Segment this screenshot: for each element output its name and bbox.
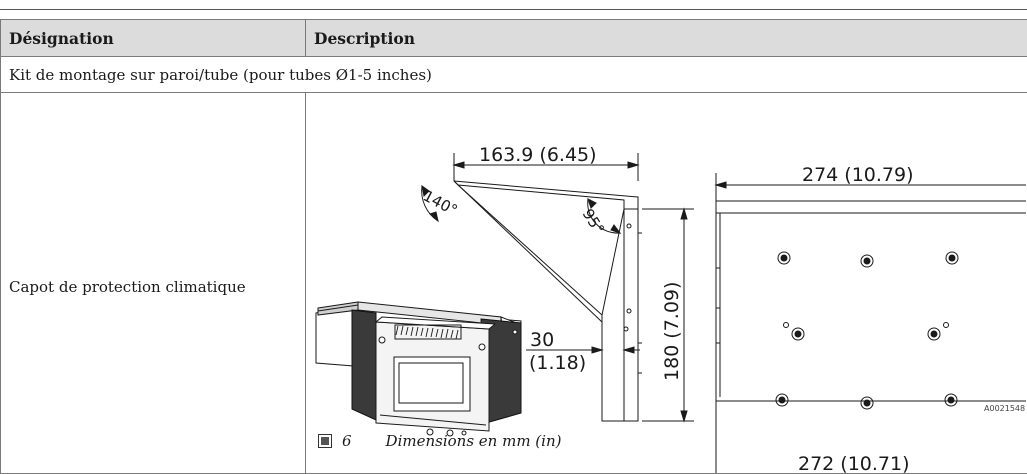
dim-height: 180 (7.09) [661,282,683,381]
header-designation: Désignation [1,20,306,57]
hood-front-view [716,173,1026,473]
table-row: Kit de montage sur paroi/tube (pour tube… [1,57,1027,93]
caption-number: 6 [342,432,352,450]
top-rule [0,9,1027,10]
dim-274: 274 (10.79) [802,164,914,186]
dim-30-in: (1.18) [529,352,586,374]
enclosure-iso-view [316,302,521,436]
dimension-drawing: 163.9 (6.45) 274 (10.79) 140° 95° 30 (1.… [306,93,1026,473]
kit-row-text: Kit de montage sur paroi/tube (pour tube… [1,57,1027,93]
figure-reference: A0021548 [984,404,1025,413]
table-header-row: Désignation Description [1,20,1027,57]
caption-text: Dimensions en mm (in) [386,432,562,450]
angle-140: 140° [420,187,460,220]
angle-95: 95° [579,206,608,238]
spec-table: Désignation Description Kit de montage s… [0,19,1027,474]
table-row: Capot de protection climatique [1,93,1027,474]
cap-row-label: Capot de protection climatique [1,93,306,474]
figure-icon [318,434,332,448]
figure-caption: 6 Dimensions en mm (in) [318,432,561,450]
figure-cell: 163.9 (6.45) 274 (10.79) 140° 95° 30 (1.… [306,93,1027,474]
dim-30: 30 [530,329,554,351]
dim-272: 272 (10.71) [798,453,910,473]
dim-top-width: 163.9 (6.45) [479,144,597,166]
header-description: Description [306,20,1027,57]
